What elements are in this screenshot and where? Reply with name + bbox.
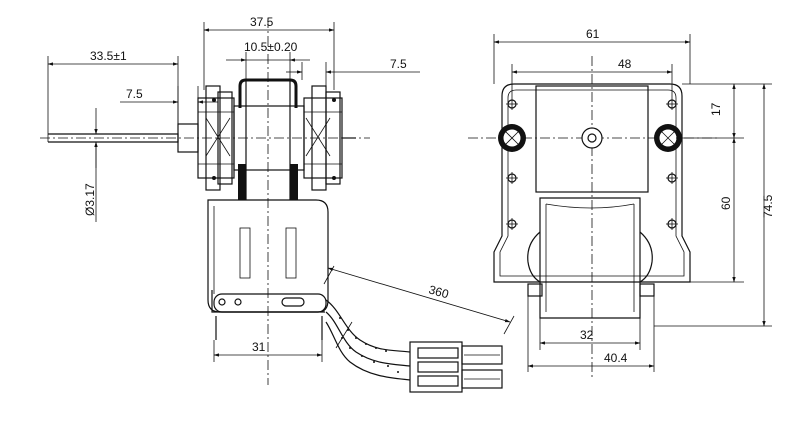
dim-label: 10.5±0.20 xyxy=(244,40,298,54)
coil-winding xyxy=(527,197,655,319)
dim-top-offset: 7.5 xyxy=(286,57,420,86)
dim-shaft-diameter: Ø3.17 xyxy=(83,108,98,222)
dim-label: 7.5 xyxy=(390,57,407,71)
dim-label: 31 xyxy=(252,340,266,354)
dim-overall-height: 74.5 xyxy=(654,83,775,327)
dim-hole-spacing: 48 xyxy=(511,57,673,98)
rubber-bushing-right xyxy=(654,124,682,152)
dim-overall-width-side: 37.5 xyxy=(203,15,335,90)
dim-label: 37.5 xyxy=(250,15,274,29)
dim-label: 17 xyxy=(709,102,723,116)
dim-wire-length: 360 xyxy=(323,265,515,335)
dim-label: 48 xyxy=(618,57,632,71)
dim-label: 33.5±1 xyxy=(90,49,127,63)
bearing-center xyxy=(581,127,603,149)
dim-label: 360 xyxy=(427,282,450,301)
dim-slot-width: 10.5±0.20 xyxy=(226,40,310,80)
wire-connector xyxy=(409,341,503,393)
dim-left-offset: 7.5 xyxy=(120,86,218,124)
dim-label: 61 xyxy=(586,27,600,41)
front-view: 61 48 17 60 74.5 xyxy=(468,27,775,380)
stator-frame xyxy=(207,199,329,340)
dim-base-width: 31 xyxy=(213,340,323,362)
dim-label: 7.5 xyxy=(126,87,143,101)
wire-harness xyxy=(325,299,411,381)
rotor-housing xyxy=(233,78,305,200)
dim-label: 32 xyxy=(580,328,594,342)
inner-bracket xyxy=(535,85,649,193)
dim-shaft-length: 33.5±1 xyxy=(47,49,179,134)
rubber-bushing-left xyxy=(498,124,526,152)
dim-label: 40.4 xyxy=(604,351,628,365)
dim-coil-inner: 32 xyxy=(539,318,641,350)
dim-label: 74.5 xyxy=(761,194,775,218)
dim-top-offset-front: 17 xyxy=(676,83,744,139)
side-view: 37.5 10.5±0.20 33.5±1 7.5 xyxy=(40,15,515,393)
dim-label: 60 xyxy=(719,196,733,210)
dim-label: Ø3.17 xyxy=(83,183,97,216)
dim-mount-height: 60 xyxy=(690,137,744,283)
mounting-plate xyxy=(493,83,691,283)
dim-coil-outer: 40.4 xyxy=(527,296,655,372)
dim-overall-width-front: 61 xyxy=(493,27,691,84)
